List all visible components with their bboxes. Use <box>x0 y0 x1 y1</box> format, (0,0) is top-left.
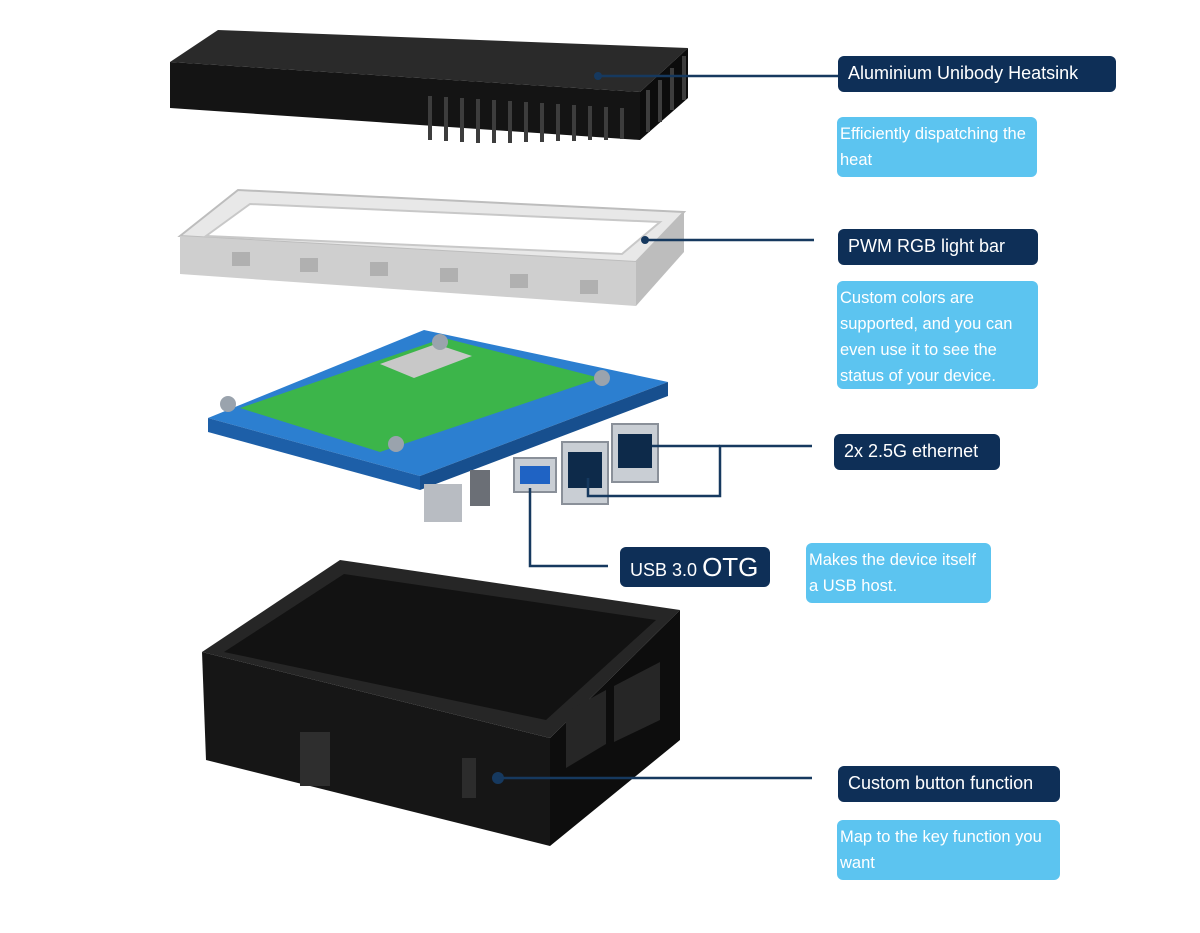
connector-usb <box>528 488 608 568</box>
usb-note: Makes the device itself a USB host. <box>806 543 991 603</box>
connector-ethernet <box>586 444 812 498</box>
button-note: Map to the key function you want <box>837 820 1060 880</box>
heatsink-title: Aluminium Unibody Heatsink <box>838 56 1116 92</box>
lightbar-title: PWM RGB light bar <box>838 229 1038 265</box>
button-title: Custom button function <box>838 766 1060 802</box>
connector-lines <box>498 74 838 780</box>
heatsink-note: Efficiently dispatching the heat <box>837 117 1037 177</box>
lightbar-note: Custom colors are supported, and you can… <box>837 281 1038 389</box>
heatsink-illustration <box>170 30 688 143</box>
ethernet-title: 2x 2.5G ethernet <box>834 434 1000 470</box>
pcb-illustration <box>208 330 668 522</box>
case-illustration <box>202 560 680 846</box>
light-bar-illustration <box>177 188 687 306</box>
usb-title-prefix: USB 3.0 <box>630 560 698 580</box>
usb-title: USB 3.0 OTG <box>620 547 770 587</box>
usb-title-suffix: OTG <box>702 552 759 582</box>
